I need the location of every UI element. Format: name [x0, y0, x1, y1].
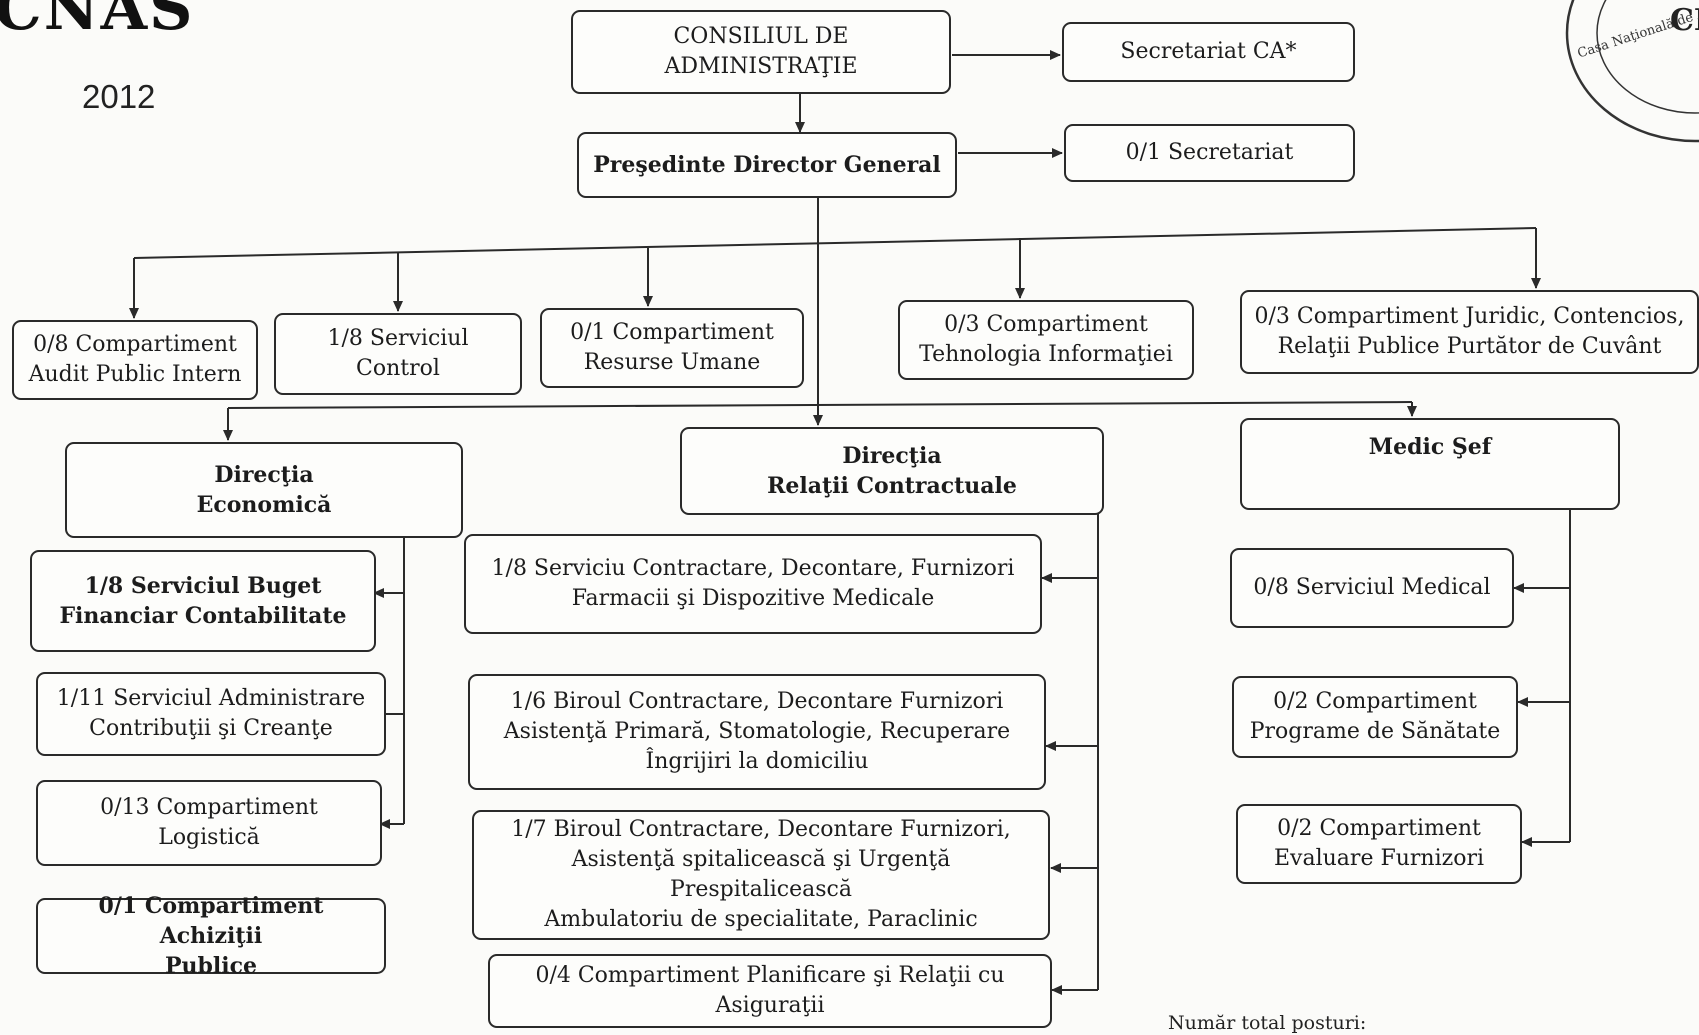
box-biroul-asistenta-primara[interactable]: 1/6 Biroul Contractare, Decontare Furniz…: [468, 674, 1046, 790]
box-serviciul-buget[interactable]: 1/8 Serviciul Buget Financiar Contabilit…: [30, 550, 376, 652]
box-serviciul-medical[interactable]: 0/8 Serviciul Medical: [1230, 548, 1514, 628]
cnas-logo: CNAS: [0, 0, 195, 44]
box-directia-relatii-contractuale[interactable]: Direcţia Relaţii Contractuale: [680, 427, 1104, 515]
box-consiliu-administratie[interactable]: CONSILIUL DE ADMINISTRAŢIE: [571, 10, 951, 94]
box-programe-sanatate[interactable]: 0/2 Compartiment Programe de Sănătate: [1232, 676, 1518, 758]
box-serviciu-farmacii[interactable]: 1/8 Serviciu Contractare, Decontare, Fur…: [464, 534, 1042, 634]
svg-text:CNAS: CNAS: [1670, 3, 1699, 38]
box-audit-public-intern[interactable]: 0/8 Compartiment Audit Public Intern: [12, 320, 258, 400]
box-compartiment-achizitii[interactable]: 0/1 Compartiment Achiziţii Publice: [36, 893, 386, 979]
box-tehnologia-informatiei[interactable]: 0/3 Compartiment Tehnologia Informaţiei: [898, 300, 1194, 380]
year-label: 2012: [82, 78, 156, 115]
box-juridic-contencios[interactable]: 0/3 Compartiment Juridic, Contencios, Re…: [1240, 290, 1699, 374]
box-evaluare-furnizori[interactable]: 0/2 Compartiment Evaluare Furnizori: [1236, 804, 1522, 884]
connector-compartments-bar: [133, 227, 1537, 259]
box-secretariat[interactable]: 0/1 Secretariat: [1064, 124, 1355, 182]
box-resurse-umane[interactable]: 0/1 Compartiment Resurse Umane: [540, 308, 804, 388]
total-posts-label: Număr total posturi:: [1168, 1012, 1367, 1034]
box-directia-economica[interactable]: Direcţia Economică: [65, 442, 463, 538]
box-compartiment-planificare[interactable]: 0/4 Compartiment Planificare şi Relaţii …: [488, 954, 1052, 1028]
cnas-seal-icon: CNAS Casa Naţională de Asigurări de: [1565, 0, 1699, 143]
box-biroul-asistenta-spitaliceasca[interactable]: 1/7 Biroul Contractare, Decontare Furniz…: [472, 810, 1050, 940]
box-serviciul-control[interactable]: 1/8 Serviciul Control: [274, 313, 522, 395]
box-compartiment-logistica[interactable]: 0/13 Compartiment Logistică: [36, 780, 382, 866]
connector-directions-bar: [227, 401, 1413, 409]
box-secretariat-ca[interactable]: Secretariat CA*: [1062, 22, 1355, 82]
box-presedinte-director-general[interactable]: Preşedinte Director General: [577, 132, 957, 198]
box-medic-sef[interactable]: Medic Şef: [1240, 418, 1620, 510]
box-serviciul-administrare[interactable]: 1/11 Serviciul Administrare Contribuţii …: [36, 672, 386, 756]
